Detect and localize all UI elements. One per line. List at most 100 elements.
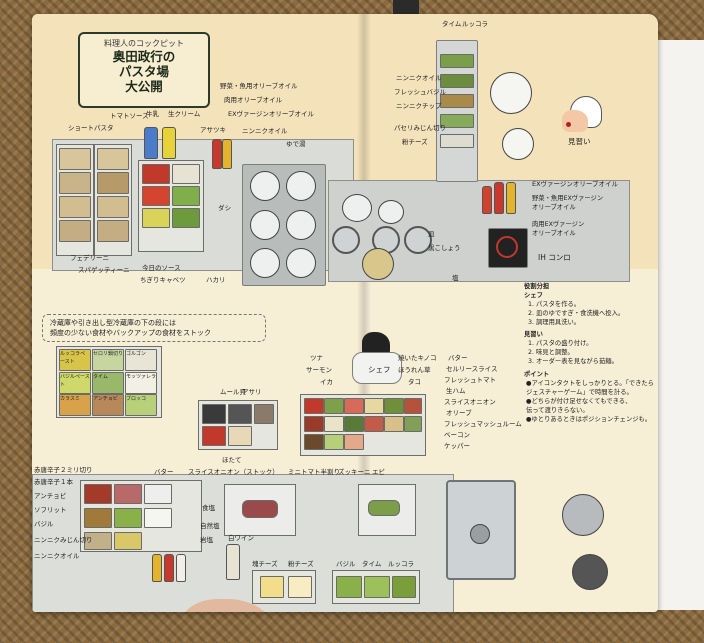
label-soffritto: ソフリット [34, 506, 67, 514]
ingredient-bin [344, 434, 364, 450]
label-basil: バジル [34, 520, 54, 528]
ingredient-bin [364, 416, 384, 432]
label-chili-whole: 赤唐辛子１本 [34, 478, 73, 486]
herb-bin [336, 576, 362, 598]
point-text: ●アイコンタクトをしっかりとる。「できたら ジェスチャーゲーム」で時間を計る。 … [526, 380, 654, 423]
label-thyme: タイム [442, 20, 462, 28]
label-fresh-basil: フレッシュバジル [394, 88, 446, 96]
label-ih: IH コンロ [538, 253, 571, 262]
label-nama-ham: 生ハム [446, 387, 466, 395]
pasta-bin [59, 172, 91, 194]
cabbage-bin [172, 186, 200, 206]
label-garlic-oil-b: ニンニクオイル [34, 552, 80, 560]
chef-role-items: 1. パスタを作る。 2. 皿のゆですぎ・食洗機へ投入。 3. 調理用具洗い。 [528, 301, 625, 326]
label-asari: アサリ [242, 388, 262, 396]
next-page-edge [650, 40, 704, 610]
oil-bottle-red [482, 186, 492, 214]
anchovy-bin [114, 484, 142, 504]
ih-ring [496, 236, 518, 258]
label-salmon: サーモン [306, 366, 332, 374]
label-mure-kai: ムール貝 [220, 388, 246, 396]
label-zucchini: ズッキーニ [338, 468, 371, 476]
label-minarai: 見習い [568, 137, 591, 146]
oil-bottle-red [212, 139, 222, 169]
label-cheese-powder: 粉チーズ [402, 138, 428, 146]
label-milk: 牛乳 [146, 110, 159, 118]
zucchini [368, 500, 400, 516]
ingredient-bin [324, 398, 344, 414]
fridge-note: 冷蔵庫や引き出し型冷蔵庫の下の段には 頻度の少ない食材やバックアップの食材をスト… [50, 319, 211, 337]
label-caper: ケッパー [444, 442, 470, 450]
fridge-bin: モッツァレラ [125, 372, 157, 394]
label-butter-b: バター [154, 468, 174, 476]
label-mini-tomato: ミニトマト半割り [288, 468, 340, 476]
sauce-pan [378, 200, 404, 224]
label-ex-virgin-r: EXヴァージンオリーブオイル [532, 180, 619, 188]
herb-bin [440, 114, 474, 128]
label-oil-meat: 肉用オリーブオイル [224, 96, 283, 104]
trainee-cheek [566, 122, 571, 127]
book-gutter [357, 14, 371, 612]
boiling-pot [250, 248, 280, 278]
mustard-bottle [152, 554, 162, 582]
fridge-bin: ブロッコ [125, 394, 157, 416]
shellfish-bin [202, 404, 226, 424]
shellfish-bin [254, 404, 274, 424]
garlic-bin [84, 532, 112, 550]
oil-bottle-red [494, 182, 504, 214]
frying-pan [362, 248, 394, 280]
ingredient-bin [404, 416, 422, 432]
label-parsley: パセリみじん切り [394, 124, 446, 132]
fridge-bin: ルッコラペースト [59, 349, 91, 371]
ingredient-bin [304, 398, 324, 414]
trainee-role-items: 1. パスタの盛り付け。 2. 味見と調整。 3. オーダー表を見ながら茹麺。 [528, 340, 618, 365]
fridge-bin: アンチョビ [92, 394, 124, 416]
gas-burner [404, 226, 432, 254]
label-powder-cheese: 粉チーズ [288, 560, 314, 568]
sink [446, 480, 516, 580]
fridge-bin: セロリ鍋切り [92, 349, 124, 371]
garlic-oil-bin [114, 532, 142, 550]
ingredient-bin [304, 434, 324, 450]
label-fresh-tomato: フレッシュトマト [444, 376, 496, 384]
label-oil-veg-fish: 野菜・魚用EXヴァージン オリーブオイル [532, 195, 604, 211]
label-garlic-oil-r: ニンニクオイル [396, 74, 442, 82]
ingredient-bin [384, 416, 404, 432]
label-dashi: ダシ [218, 204, 232, 212]
label-tomato-sauce: トマトソース [110, 112, 149, 120]
title-box: 料理人のコックピット 奥田政行の パスタ場 大公開 [78, 32, 210, 108]
ingredient-bin [364, 398, 384, 414]
shellfish-bin [228, 404, 252, 424]
label-salt: 塩 [452, 274, 459, 282]
boiling-pot [286, 210, 316, 240]
soffritto-bin [84, 508, 112, 528]
label-garlic-chips: ニンニクチップ [396, 102, 442, 110]
chili-bin [84, 484, 112, 504]
chef-role-title: シェフ [524, 292, 543, 299]
milk-bottle [144, 127, 158, 159]
pasta-bin [59, 220, 91, 242]
pasta-bin [97, 196, 129, 218]
label-sara: 皿 [428, 230, 435, 238]
label-fedelini: フェデリーニ [70, 254, 109, 262]
ingredient-bin [304, 416, 324, 432]
label-todays-sauce: 今日のソース [142, 264, 181, 272]
fridge-bin: ゴルゴン [125, 349, 157, 371]
herb-bin [440, 74, 474, 88]
cheese-block [260, 576, 284, 598]
oil-bottle-yellow [506, 182, 516, 214]
label-arugula: ルッコラ [462, 20, 488, 28]
label-spinach: ほうれん草 [398, 366, 431, 374]
ingredient-bin [384, 398, 404, 414]
label-hakari: ハカリ [206, 276, 226, 284]
label-oil-meat-r: 肉用EXヴァージン オリーブオイル [532, 221, 585, 237]
pasta-bin [97, 148, 129, 170]
shellfish-bin [202, 426, 226, 446]
label-asatsuki: アサツキ [200, 126, 226, 134]
label-garlic-oil: ニンニクオイル [242, 127, 288, 135]
label-mushroom: 焼いたキノコ [398, 354, 437, 362]
label-kata-cheese: 塊チーズ [252, 560, 278, 568]
todays-sauce-bin [142, 186, 170, 206]
sink-drain [470, 524, 490, 544]
label-ex-virgin: EXヴァージンオリーブオイル [228, 110, 315, 118]
